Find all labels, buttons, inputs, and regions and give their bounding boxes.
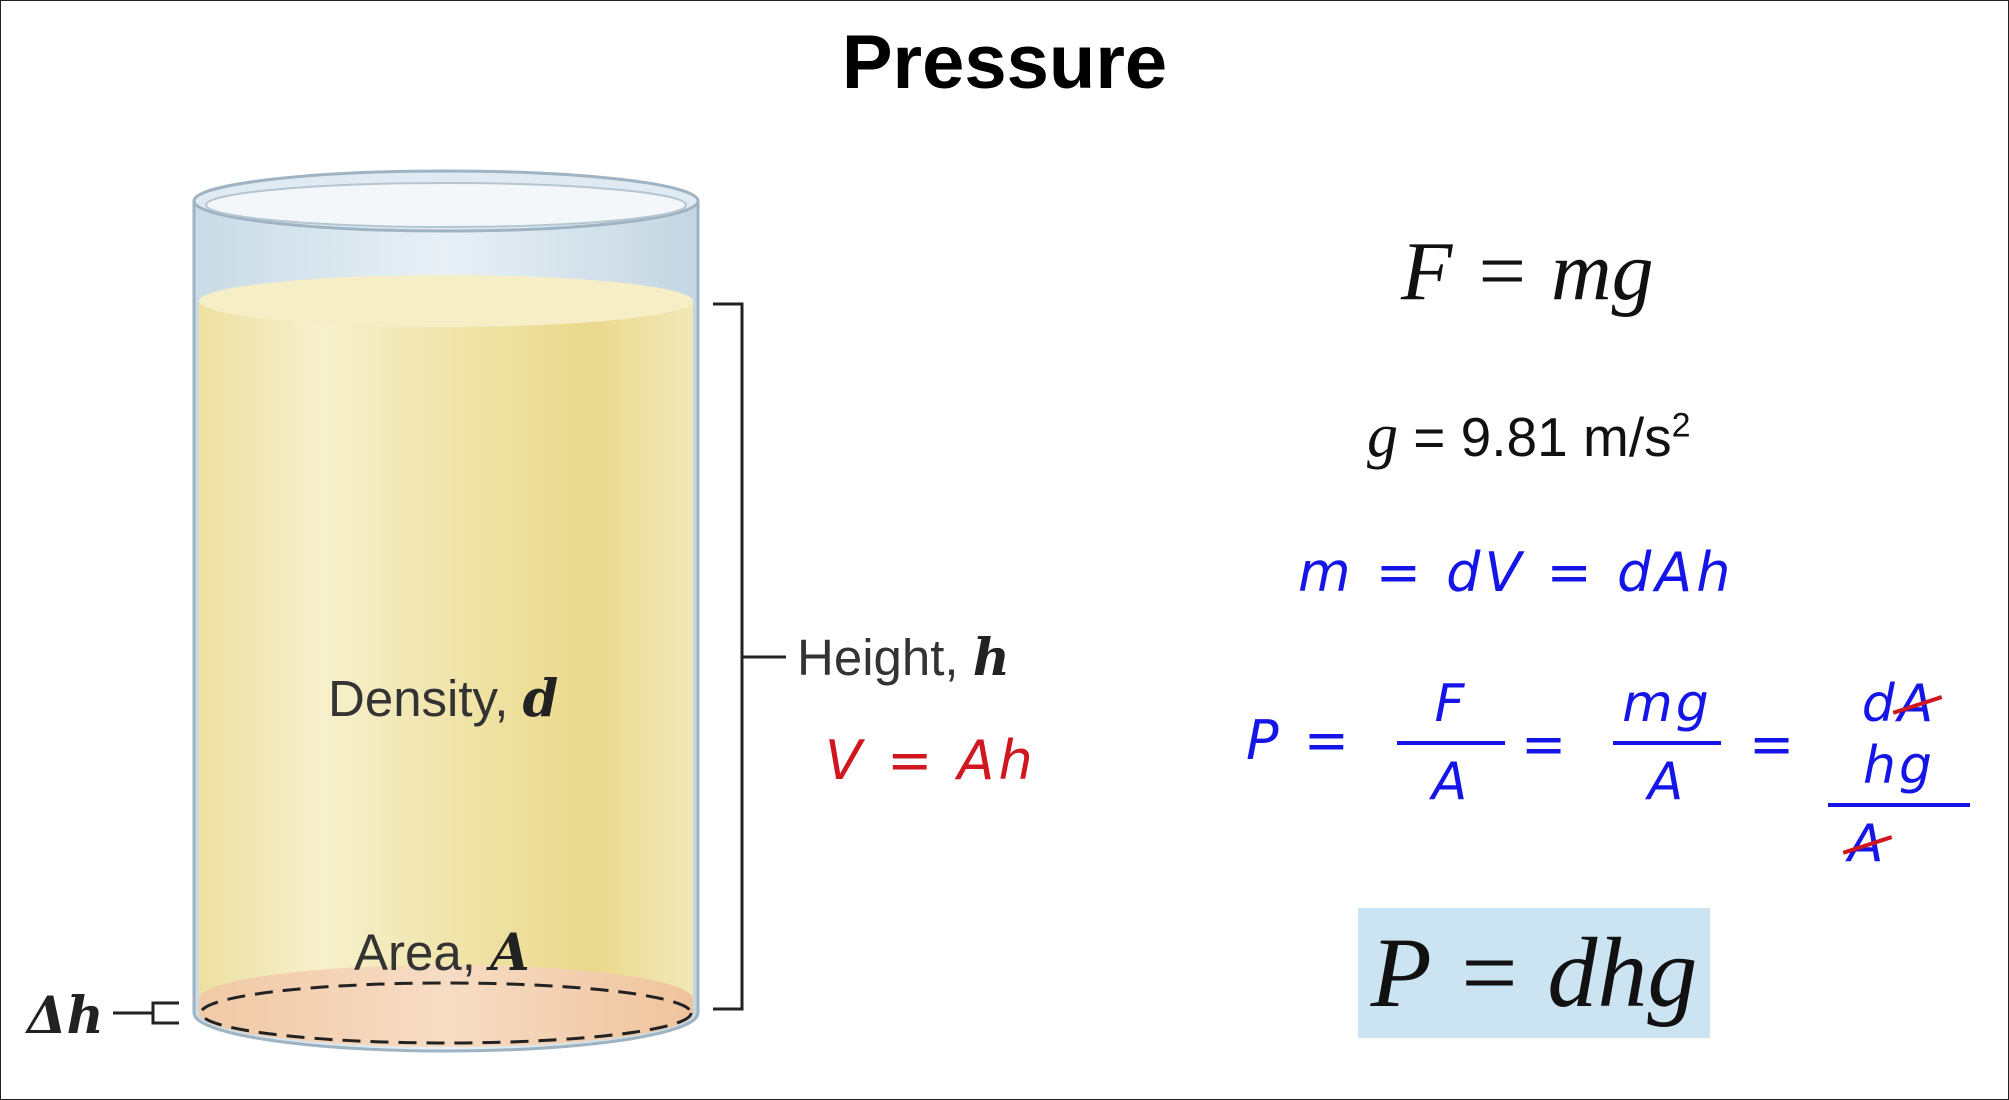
fraction-3-cancelled-a: A <box>1897 674 1937 734</box>
result-box: P = dhg <box>1358 908 1710 1038</box>
area-symbol: A <box>490 923 530 983</box>
delta-h-symbol: Δh <box>27 986 104 1046</box>
height-label-text: Height, <box>797 629 973 686</box>
fraction-1-denominator: A <box>1431 752 1471 812</box>
liquid-surface <box>199 275 693 327</box>
equals-2: = <box>1521 713 1571 776</box>
fraction-3-numerator: dAhg <box>1828 673 1970 797</box>
fraction-3-d: d <box>1861 674 1898 734</box>
height-symbol: h <box>972 628 1010 688</box>
delta-h-label: Δh <box>27 986 104 1046</box>
area-dashed-ellipse <box>199 981 693 1045</box>
fraction-mg-over-a: mg A <box>1613 673 1721 813</box>
force-equation: F = mg <box>1401 225 1654 318</box>
gravity-value: = 9.81 m/s <box>1398 406 1672 468</box>
density-symbol: d <box>522 669 559 729</box>
height-bracket <box>713 302 744 1011</box>
fraction-2-denominator: A <box>1647 752 1687 812</box>
equals-3: = <box>1749 713 1799 776</box>
gravity-exponent: 2 <box>1671 406 1691 445</box>
gravity-line: g = 9.81 m/s2 <box>1367 401 1691 472</box>
delta-h-bracket <box>151 1001 179 1025</box>
fraction-f-over-a: F A <box>1397 673 1505 813</box>
gravity-symbol: g <box>1367 402 1398 470</box>
density-label-text: Density, <box>328 670 523 727</box>
area-label-text: Area, <box>354 924 491 981</box>
liquid <box>199 301 693 1047</box>
result-equation: P = dhg <box>1370 917 1698 1028</box>
fraction-2-numerator: mg <box>1622 674 1712 734</box>
fraction-3-hg: hg <box>1863 736 1935 796</box>
pressure-lhs: P = <box>1246 709 1353 772</box>
volume-note: V = Ah <box>825 729 1037 792</box>
area-label: Area, A <box>354 923 530 983</box>
slide-title: Pressure <box>841 20 1168 105</box>
density-label: Density, d <box>328 669 558 729</box>
cylinder-diagram <box>113 169 786 1053</box>
fraction-1-numerator: F <box>1434 674 1468 734</box>
mass-equation: m = dV = dAh <box>1298 541 1735 604</box>
height-label: Height, h <box>797 628 1010 688</box>
fraction-dahg-over-a: dAhg A <box>1828 673 1970 875</box>
fraction-3-cancelled-denominator: A <box>1848 814 1887 874</box>
